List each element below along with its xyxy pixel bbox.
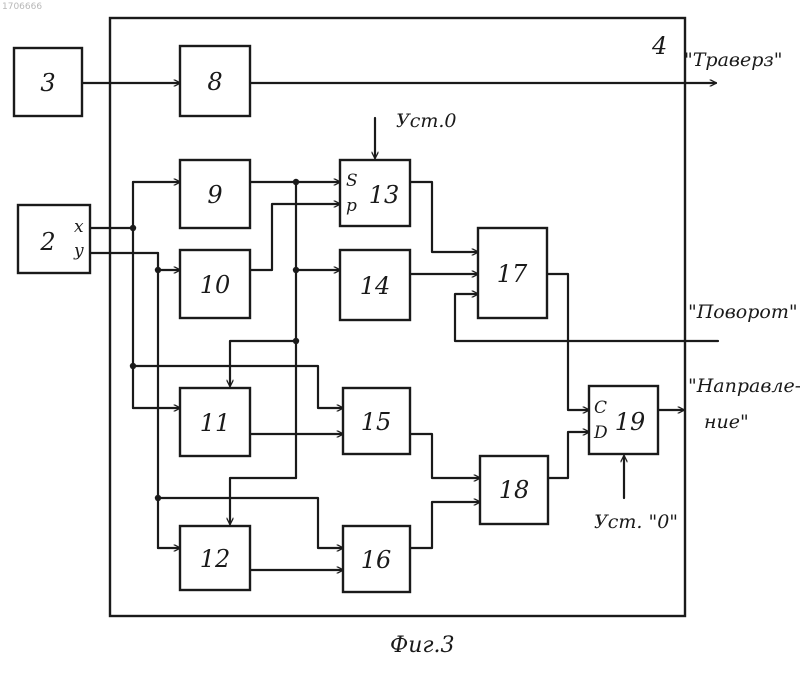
svg-text:14: 14 <box>360 272 391 300</box>
junction-9-14 <box>293 267 299 273</box>
wire-16-to-18 <box>410 502 480 548</box>
block-18: 18 <box>480 456 548 524</box>
document-number: 1706666 <box>2 2 42 12</box>
signal-povorot-label: "Поворот" <box>688 301 798 323</box>
svg-text:11: 11 <box>200 409 231 437</box>
pin-d: D <box>593 423 608 443</box>
pin-c: C <box>594 398 607 418</box>
svg-text:19: 19 <box>615 408 646 436</box>
svg-text:17: 17 <box>497 260 528 288</box>
pin-p: p <box>346 196 357 216</box>
block-2: 2 x y <box>18 205 90 273</box>
block-12: 12 <box>180 526 250 590</box>
block-10: 10 <box>180 250 250 318</box>
svg-text:18: 18 <box>499 476 530 504</box>
svg-text:16: 16 <box>361 546 392 574</box>
svg-text:13: 13 <box>369 181 400 209</box>
signal-ust0-bottom-label: Уст. "0" <box>594 511 678 533</box>
pin-s: S <box>346 171 358 191</box>
block-3: 3 <box>14 48 82 116</box>
connection-lines <box>82 83 718 570</box>
pin-y: y <box>73 241 84 261</box>
block-17: 17 <box>478 228 547 318</box>
junction-y-16 <box>155 495 161 501</box>
wire-9-to-12 <box>230 478 296 524</box>
block-11: 11 <box>180 388 250 456</box>
wire-9-to-11 <box>230 341 296 386</box>
block-16: 16 <box>343 526 410 592</box>
svg-text:2: 2 <box>39 228 55 256</box>
signal-ust0-top-label: Уст.0 <box>396 110 457 132</box>
block-9: 9 <box>180 160 250 228</box>
wire-18-to-19d <box>548 432 589 478</box>
signal-traverz-label: "Траверз" <box>684 49 782 71</box>
signal-napravlenie-label-1: "Направле- <box>688 375 800 397</box>
frame-label: 4 <box>651 32 667 60</box>
junction-x <box>130 225 136 231</box>
wire-15-to-18 <box>410 434 480 478</box>
svg-text:9: 9 <box>207 181 222 209</box>
junction-y-10 <box>155 267 161 273</box>
svg-text:8: 8 <box>207 68 222 96</box>
signal-napravlenie-label-2: ние" <box>704 411 749 433</box>
svg-text:10: 10 <box>200 271 231 299</box>
block-15: 15 <box>343 388 410 454</box>
figure-caption: Фиг.3 <box>390 633 455 658</box>
svg-text:3: 3 <box>40 69 55 97</box>
wire-13-to-17 <box>410 182 478 252</box>
junction-9-11 <box>293 338 299 344</box>
svg-text:15: 15 <box>361 408 392 436</box>
pin-x: x <box>74 217 84 237</box>
junction-x-15 <box>130 363 136 369</box>
block-8: 8 <box>180 46 250 116</box>
block-19: C D 19 <box>589 386 658 454</box>
junction-9-bus <box>293 179 299 185</box>
block-14: 14 <box>340 250 410 320</box>
svg-text:12: 12 <box>200 545 231 573</box>
block-13: S p 13 <box>340 160 410 226</box>
